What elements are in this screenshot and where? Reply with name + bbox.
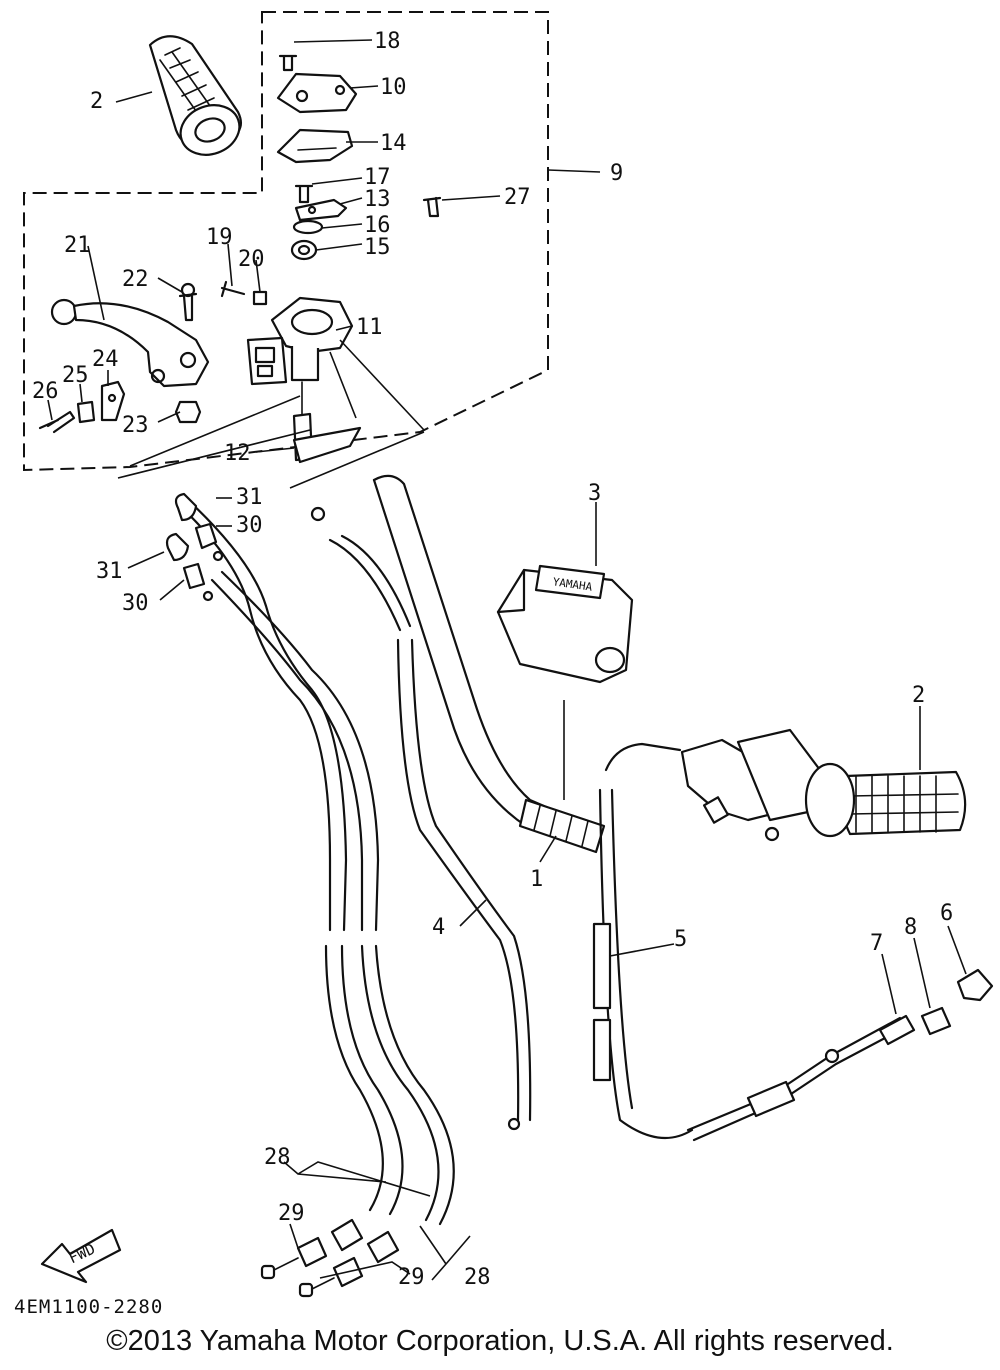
callout-20: 20 [238,247,265,272]
callout-5: 5 [674,927,687,952]
right-switch: YAMAHA [496,564,634,684]
callout-2-left: 2 [90,89,103,114]
callout-29-right: 29 [398,1265,425,1290]
callout-15: 15 [364,235,391,260]
callout-9: 9 [610,161,623,186]
handlebar [372,474,606,854]
callout-13: 13 [364,187,391,212]
callout-30-bottom: 30 [122,591,149,616]
fwd-arrow: FWD [40,1228,122,1284]
callout-8: 8 [904,915,917,940]
copyright-notice: ©2013 Yamaha Motor Corporation, U.S.A. A… [106,1325,894,1357]
callouts: 2 18 10 14 17 13 16 15 27 9 11 21 22 19 … [32,29,953,1290]
callout-19: 19 [206,225,233,250]
callout-7: 7 [870,931,883,956]
lever-hardware [38,280,268,434]
callout-31-top: 31 [236,485,263,510]
callout-23: 23 [122,413,149,438]
left-grip [148,35,243,156]
cable-5 [592,922,612,1082]
callout-12: 12 [224,441,251,466]
document-code: 4EM1100-2280 [14,1296,164,1318]
cable-end-12 [292,381,362,464]
callout-21: 21 [64,233,91,258]
callout-2-right: 2 [912,683,925,708]
leader-lines [47,39,967,1281]
callout-10: 10 [380,75,407,100]
callout-17: 17 [364,165,391,190]
cable-4 [396,638,520,1122]
right-throttle [598,728,967,1140]
callout-11: 11 [356,315,383,340]
callout-14: 14 [380,131,407,156]
throttle-housing-parts [276,54,442,261]
callout-22: 22 [122,267,149,292]
callout-18: 18 [374,29,401,54]
callout-25: 25 [62,363,89,388]
callout-1: 1 [530,867,543,892]
callout-29-left: 29 [278,1201,305,1226]
grip-brand-text: YAMAHA [552,575,594,593]
adjusters [165,492,224,602]
cable-ends [260,1218,400,1298]
throttle-cable-end [686,968,994,1142]
callout-28-left: 28 [264,1145,291,1170]
callout-3: 3 [588,481,601,506]
callout-30-top: 30 [236,513,263,538]
left-cables [176,498,455,1226]
callout-31-bottom: 31 [96,559,123,584]
throttle-housing [246,296,354,386]
callout-28-right: 28 [464,1265,491,1290]
brake-lever [50,298,210,388]
assembly-9-boundary [23,11,549,472]
callout-27: 27 [504,185,531,210]
cable-guide-lines [117,339,425,489]
callout-16: 16 [364,213,391,238]
callout-24: 24 [92,347,119,372]
callout-4: 4 [432,915,445,940]
callout-26: 26 [32,379,59,404]
callout-6: 6 [940,901,953,926]
